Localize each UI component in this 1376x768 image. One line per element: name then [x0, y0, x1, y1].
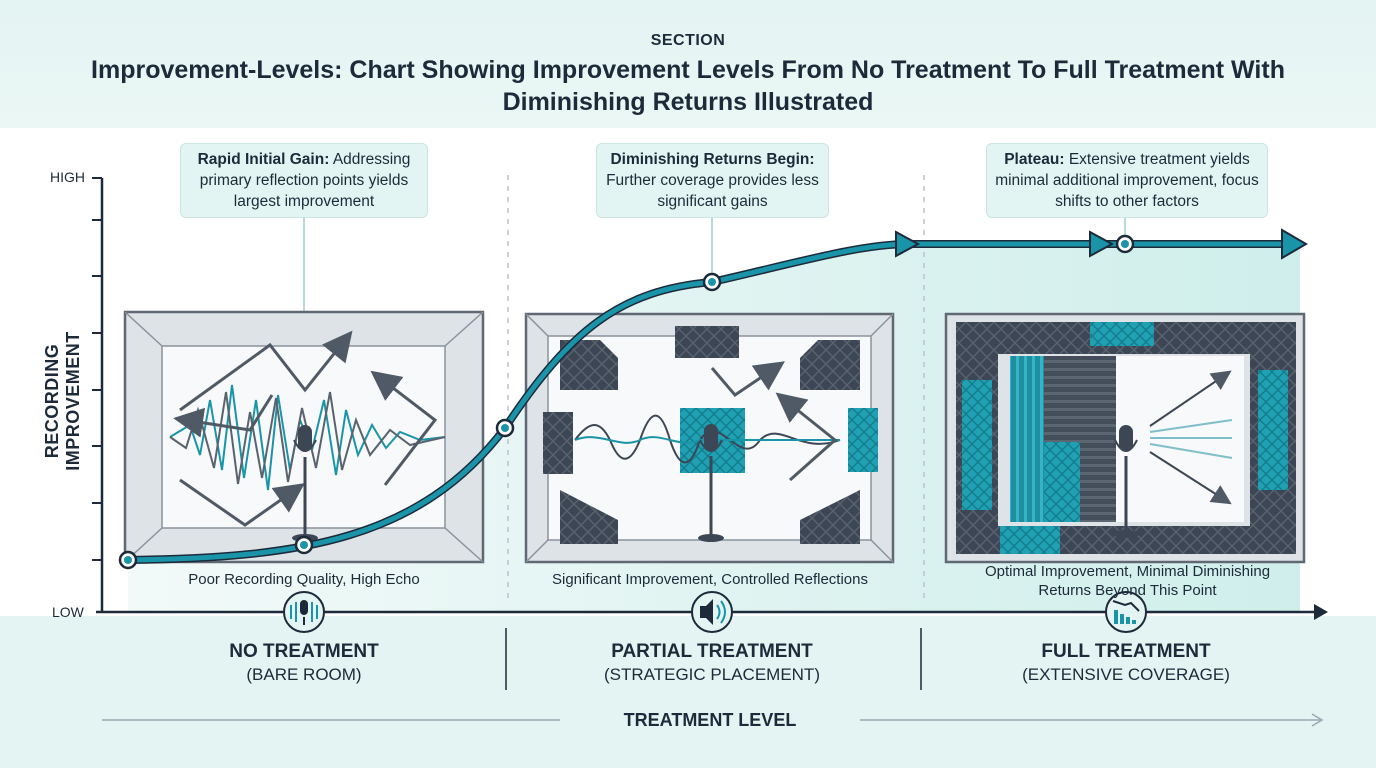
- callout-text: Extensive treatment yields minimal addit…: [995, 151, 1259, 210]
- caption-no-treatment: Poor Recording Quality, High Echo: [188, 571, 420, 588]
- footer-band: [0, 616, 1376, 768]
- y-axis-high-label: HIGH: [50, 169, 85, 185]
- callout-diminishing-returns: Diminishing Returns Begin: Further cover…: [596, 143, 829, 218]
- category-sub: (EXTENSIVE COVERAGE): [1022, 665, 1230, 684]
- category-no-treatment: NO TREATMENT (BARE ROOM): [154, 640, 454, 686]
- callout-plateau: Plateau: Extensive treatment yields mini…: [986, 143, 1268, 218]
- category-full-treatment: FULL TREATMENT (EXTENSIVE COVERAGE): [976, 640, 1276, 686]
- section-label: SECTION: [650, 32, 726, 49]
- y-axis-title: RECORDING IMPROVEMENT: [42, 331, 83, 471]
- category-name: PARTIAL TREATMENT: [611, 641, 813, 662]
- category-partial-treatment: PARTIAL TREATMENT (STRATEGIC PLACEMENT): [552, 640, 872, 686]
- callout-title: Diminishing Returns Begin:: [610, 151, 815, 168]
- full-treatment-illustration: [944, 312, 1306, 564]
- y-axis-low-label: LOW: [52, 604, 84, 620]
- callout-title: Rapid Initial Gain:: [197, 151, 330, 168]
- caption-partial-treatment: Significant Improvement, Controlled Refl…: [552, 571, 868, 588]
- microphone-sound-icon: [283, 591, 325, 633]
- category-name: NO TREATMENT: [229, 641, 379, 662]
- callout-text: Further coverage provides less significa…: [606, 172, 819, 210]
- callout-title: Plateau:: [1004, 151, 1065, 168]
- category-name: FULL TREATMENT: [1041, 641, 1211, 662]
- callout-text: Addressing primary reflection points yie…: [199, 151, 411, 210]
- header-band: [0, 0, 1376, 128]
- page-title: Improvement-Levels: Chart Showing Improv…: [91, 56, 1285, 116]
- bare-room-illustration: [123, 310, 485, 564]
- category-sub: (STRATEGIC PLACEMENT): [604, 665, 820, 684]
- x-axis-title: TREATMENT LEVEL: [560, 710, 860, 731]
- callout-rapid-gain: Rapid Initial Gain: Addressing primary r…: [180, 143, 428, 218]
- microphone-icon: [1113, 425, 1139, 538]
- speaker-icon: [691, 591, 733, 633]
- caption-full-treatment: Optimal Improvement, Minimal Diminishing…: [984, 563, 1271, 599]
- declining-bars-icon: [1105, 591, 1147, 633]
- category-sub: (BARE ROOM): [246, 665, 362, 684]
- microphone-icon: [698, 424, 724, 542]
- partial-treatment-illustration: [524, 312, 895, 564]
